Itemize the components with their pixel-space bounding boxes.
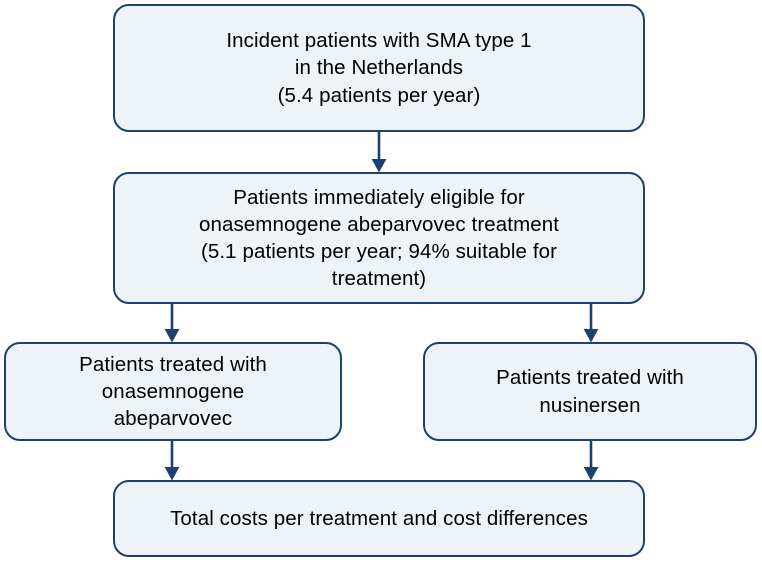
node-incident-patients: Incident patients with SMA type 1 in the… — [113, 4, 645, 132]
arrow-onasemnogene-to-total-costs — [160, 439, 186, 484]
node-treated-nusinersen-label: Patients treated with nusinersen — [496, 366, 684, 417]
node-incident-patients-label: Incident patients with SMA type 1 in the… — [226, 29, 532, 107]
arrow-eligible-to-onasemnogene — [160, 302, 186, 346]
node-total-costs: Total costs per treatment and cost diffe… — [113, 480, 645, 557]
node-eligible-patients-label: Patients immediately eligible for onasem… — [198, 185, 560, 291]
node-treated-nusinersen: Patients treated with nusinersen — [423, 342, 757, 441]
node-eligible-patients: Patients immediately eligible for onasem… — [113, 172, 645, 304]
arrow-eligible-to-nusinersen — [579, 302, 605, 346]
node-treated-onasemnogene: Patients treated with onasemnogene abepa… — [4, 342, 342, 441]
arrow-nusinersen-to-total-costs — [579, 439, 605, 484]
arrow-incident-to-eligible — [366, 130, 392, 174]
node-total-costs-label: Total costs per treatment and cost diffe… — [170, 506, 588, 530]
node-treated-onasemnogene-label: Patients treated with onasemnogene abepa… — [79, 352, 267, 431]
